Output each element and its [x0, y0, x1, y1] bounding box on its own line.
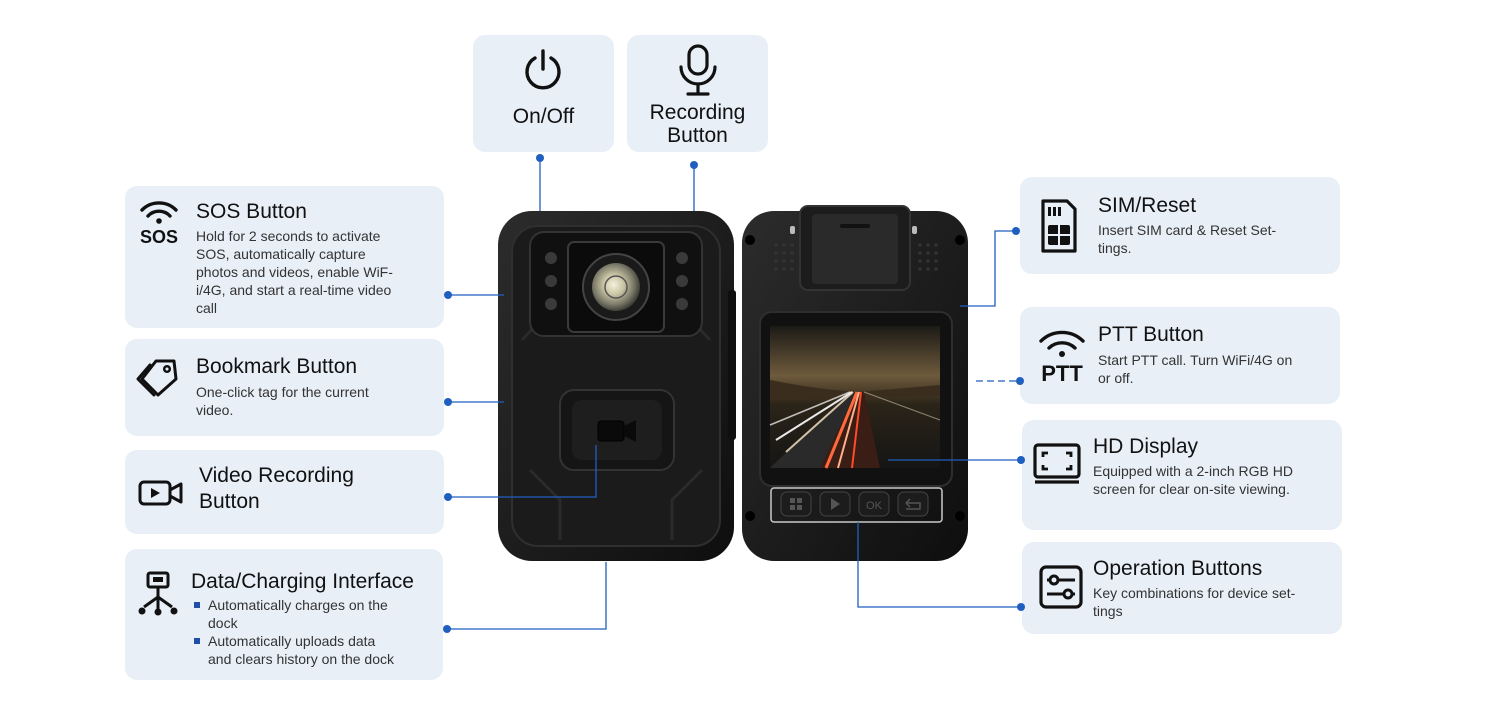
ptt-card: PTT PTT Button Start PTT call. Turn WiFi…	[1020, 307, 1340, 404]
hd-display-card: HD Display Equipped with a 2-inch RGB HD…	[1022, 420, 1342, 530]
bookmark-card: Bookmark Button One-click tag for the cu…	[125, 339, 444, 436]
video-camera-icon	[138, 480, 183, 506]
sim-reset-card: SIM/Reset Insert SIM card & Reset Set-ti…	[1020, 177, 1340, 274]
data-charging-card: Data/Charging Interface Automatically ch…	[125, 549, 443, 680]
operation-buttons-description: Key combinations for device set-tings	[1093, 585, 1296, 619]
camera-back-view: OK	[742, 205, 968, 561]
video-recording-title-line2: Button	[199, 490, 260, 513]
power-label: On/Off	[512, 105, 575, 128]
power-card: On/Off	[473, 35, 614, 152]
display-screen-icon	[1033, 443, 1081, 484]
recording-button-card: Recording Button	[627, 35, 768, 152]
operation-buttons-title: Operation Buttons	[1093, 557, 1263, 580]
sos-card: SOS SOS Button Hold for 2 seconds to act…	[125, 186, 444, 328]
dock-connector-icon	[138, 571, 178, 616]
hd-display-title: HD Display	[1093, 435, 1199, 458]
sos-icon: SOS	[140, 201, 178, 246]
ptt-title: PTT Button	[1098, 323, 1204, 346]
bookmark-title: Bookmark Button	[196, 355, 358, 378]
operation-buttons-card: Operation Buttons Key combinations for d…	[1022, 542, 1342, 634]
microphone-icon	[679, 44, 717, 96]
ptt-icon: PTT	[1039, 330, 1085, 383]
sim-reset-title: SIM/Reset	[1098, 194, 1197, 217]
power-icon	[525, 49, 561, 90]
svg-text:PTT: PTT	[1041, 361, 1083, 383]
recording-label-line2: Button	[667, 124, 728, 147]
ok-key-label: OK	[866, 500, 883, 512]
sliders-settings-icon	[1039, 565, 1083, 609]
sim-card-icon	[1041, 199, 1077, 253]
camera-front-view	[498, 211, 736, 561]
video-recording-title-line1: Video Recording	[199, 464, 354, 487]
bookmark-tag-icon	[136, 359, 178, 397]
svg-text:SOS: SOS	[140, 227, 178, 246]
recording-label-line1: Recording	[649, 101, 746, 124]
video-recording-card: Video Recording Button	[125, 450, 444, 534]
night-highway-scene	[769, 380, 941, 469]
sim-reset-description: Insert SIM card & Reset Set-tings.	[1098, 222, 1277, 256]
sos-title: SOS Button	[196, 200, 307, 223]
data-charging-title: Data/Charging Interface	[191, 570, 414, 593]
